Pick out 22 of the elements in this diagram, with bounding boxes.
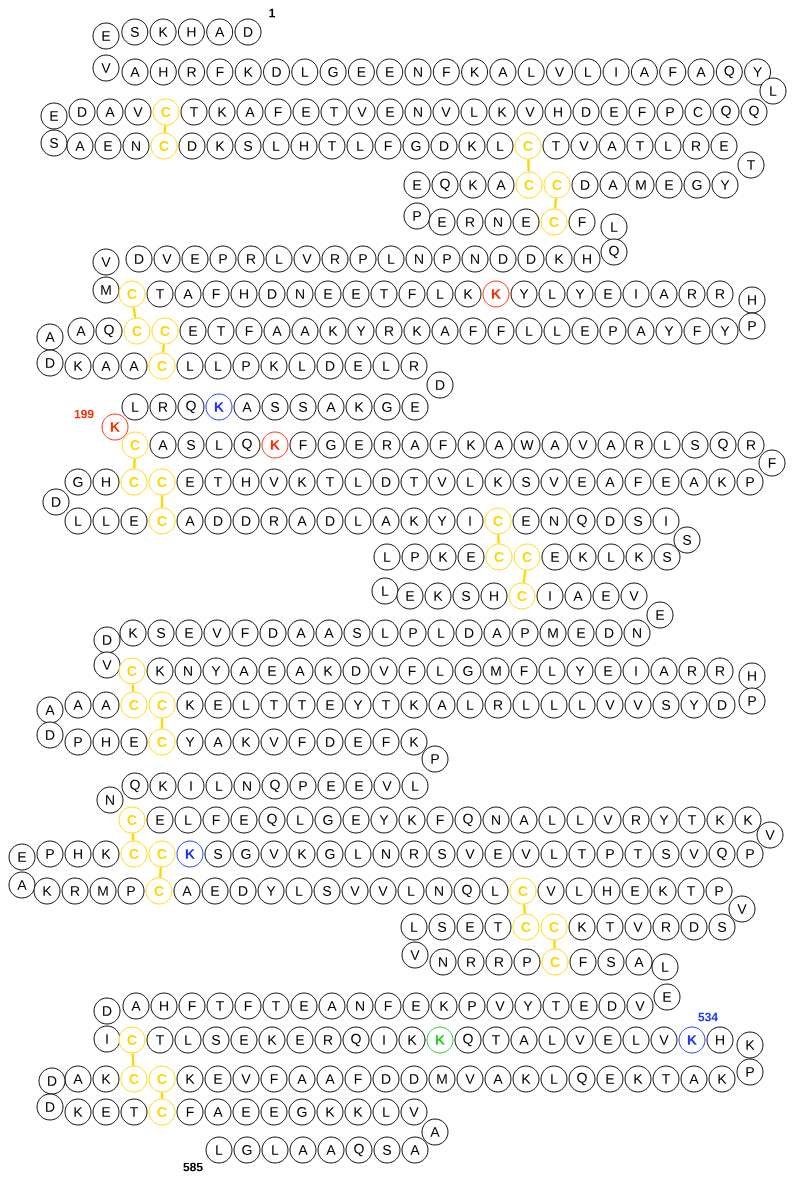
disulfide-bond [160, 1092, 164, 1099]
disulfide-bond [160, 495, 164, 508]
disulfide-bond [131, 833, 135, 841]
disulfide-bond [522, 904, 527, 914]
disulfide-bond [553, 198, 558, 209]
disulfide-bond [160, 718, 164, 729]
disulfide-bond [497, 534, 500, 544]
disulfide-bond [163, 125, 167, 133]
residue-number: 585 [183, 1162, 203, 1172]
disulfide-bond [158, 867, 163, 878]
disulfide-bond [131, 1053, 135, 1066]
residue-number: 199 [74, 409, 94, 419]
disulfide-bond [522, 570, 527, 583]
node-label: L [770, 86, 777, 96]
disulfide-bond [527, 159, 530, 172]
residue-number: 534 [698, 1012, 718, 1022]
disulfide-bond [161, 344, 166, 353]
disulfide-bond [131, 684, 135, 692]
disulfide-bond [133, 458, 136, 469]
residue-number: 1 [269, 8, 275, 18]
disulfide-bond [132, 307, 137, 318]
disulfide-bond [553, 940, 556, 949]
